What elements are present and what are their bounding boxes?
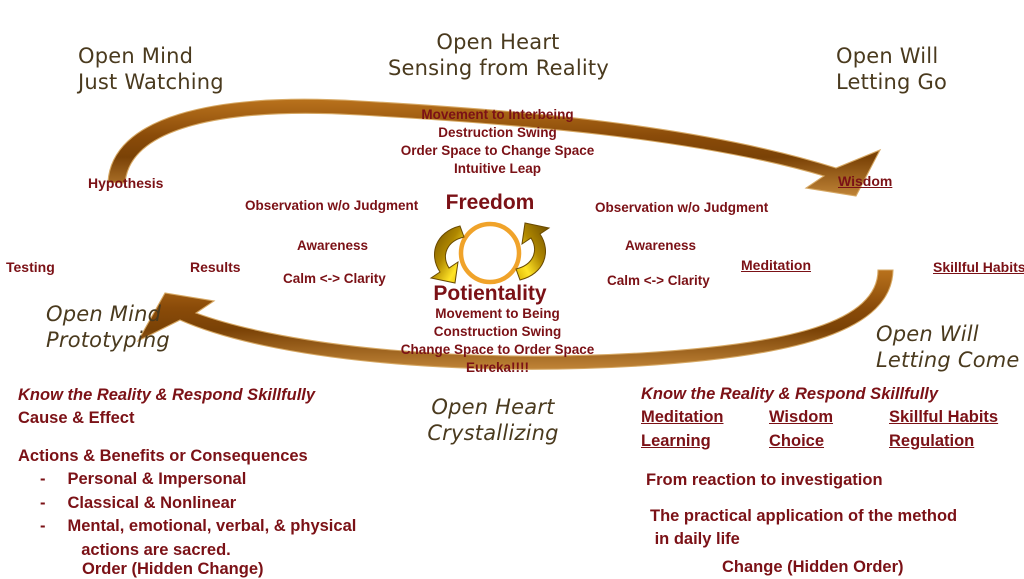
left-block-bullet-text-1: Personal & Impersonal	[67, 470, 247, 489]
right-block-line-1: From reaction to investigation	[646, 471, 883, 490]
center-title-freedom: Freedom	[445, 191, 535, 214]
left-band-awareness: Awareness	[297, 238, 369, 253]
right-band-awareness: Awareness	[625, 238, 697, 253]
label-open-will-letting-come: Open Will Letting Come	[876, 322, 1020, 372]
right-block-grid-row-2: Learning Choice Regulation	[641, 430, 1021, 453]
left-band-observation: Observation w/o Judgment	[245, 198, 419, 213]
node-results: Results	[190, 259, 241, 275]
lower-center-line-1: Movement to Being	[435, 306, 560, 321]
upper-center-line-2: Destruction Swing	[438, 124, 557, 140]
bullet-dash-2: -	[40, 493, 46, 512]
left-block-bullet-text-3: Mental, emotional, verbal, & physical ac…	[67, 517, 357, 559]
center-title-potientality: Potientality	[433, 282, 547, 305]
node-wisdom: Wisdom	[838, 173, 893, 189]
left-block-bullet-1: - Personal & Impersonal	[18, 468, 418, 491]
label-open-mind-just-watching: Open Mind Just Watching	[78, 44, 224, 94]
grid-learning: Learning	[641, 431, 711, 450]
right-band-observation: Observation w/o Judgment	[595, 200, 769, 215]
lower-center-list: Movement to Being Construction Swing Cha…	[375, 305, 620, 377]
left-band-calm-clarity: Calm <-> Clarity	[283, 271, 386, 286]
node-skillful-habits: Skillful Habits	[933, 259, 1024, 275]
cycle-arrows-circle-icon	[429, 221, 551, 285]
right-cycle-arrow	[515, 222, 551, 281]
bullet-dash-3: -	[40, 517, 46, 536]
left-text-block: Know the Reality & Respond Skillfully Ca…	[18, 384, 418, 562]
left-block-heading: Know the Reality & Respond Skillfully	[18, 386, 316, 404]
left-block-bullet-text-2: Classical & Nonlinear	[67, 493, 237, 512]
upper-center-line-4: Intuitive Leap	[453, 160, 541, 176]
right-text-block: Know the Reality & Respond Skillfully Me…	[641, 383, 1021, 552]
left-block-bullet-2: - Classical & Nonlinear	[18, 492, 418, 515]
label-open-will-letting-go: Open Will Letting Go	[836, 44, 947, 94]
left-cycle-arrow	[429, 225, 465, 284]
right-block-grid-row-1: Meditation Wisdom Skillful Habits	[641, 406, 1021, 429]
left-block-footer: Order (Hidden Change)	[82, 560, 264, 578]
grid-choice: Choice	[769, 431, 825, 450]
grid-regulation: Regulation	[889, 431, 975, 450]
upper-center-line-3: Order Space to Change Space	[400, 142, 595, 158]
left-block-bullet-3: - Mental, emotional, verbal, & physical …	[18, 515, 418, 562]
lower-center-line-4: Eureka!!!!	[465, 359, 529, 375]
right-block-footer: Change (Hidden Order)	[722, 558, 904, 576]
left-block-section: Actions & Benefits or Consequences	[18, 446, 308, 465]
grid-meditation: Meditation	[641, 408, 724, 427]
lower-center-line-2: Construction Swing	[433, 323, 562, 339]
node-hypothesis: Hypothesis	[88, 175, 164, 191]
node-meditation: Meditation	[741, 257, 811, 273]
node-testing: Testing	[6, 259, 55, 275]
right-block-heading: Know the Reality & Respond Skillfully	[641, 385, 939, 403]
left-block-subheading: Cause & Effect	[18, 409, 135, 428]
grid-skillful-habits: Skillful Habits	[889, 408, 999, 427]
right-block-line-2: The practical application of the method …	[650, 506, 958, 549]
label-open-heart-sensing: Open Heart Sensing from Reality	[388, 30, 609, 80]
bullet-dash-1: -	[40, 470, 46, 489]
upper-center-list: Movement to Interbeing Destruction Swing…	[375, 106, 620, 178]
label-open-heart-crystallizing: Open Heart Crystallizing	[427, 395, 559, 445]
right-band-calm-clarity: Calm <-> Clarity	[607, 273, 710, 288]
grid-wisdom: Wisdom	[769, 408, 834, 427]
label-open-mind-prototyping: Open Mind Prototyping	[46, 302, 170, 352]
lower-center-line-3: Change Space to Order Space	[400, 341, 595, 357]
upper-center-line-1: Movement to Interbeing	[421, 107, 574, 122]
